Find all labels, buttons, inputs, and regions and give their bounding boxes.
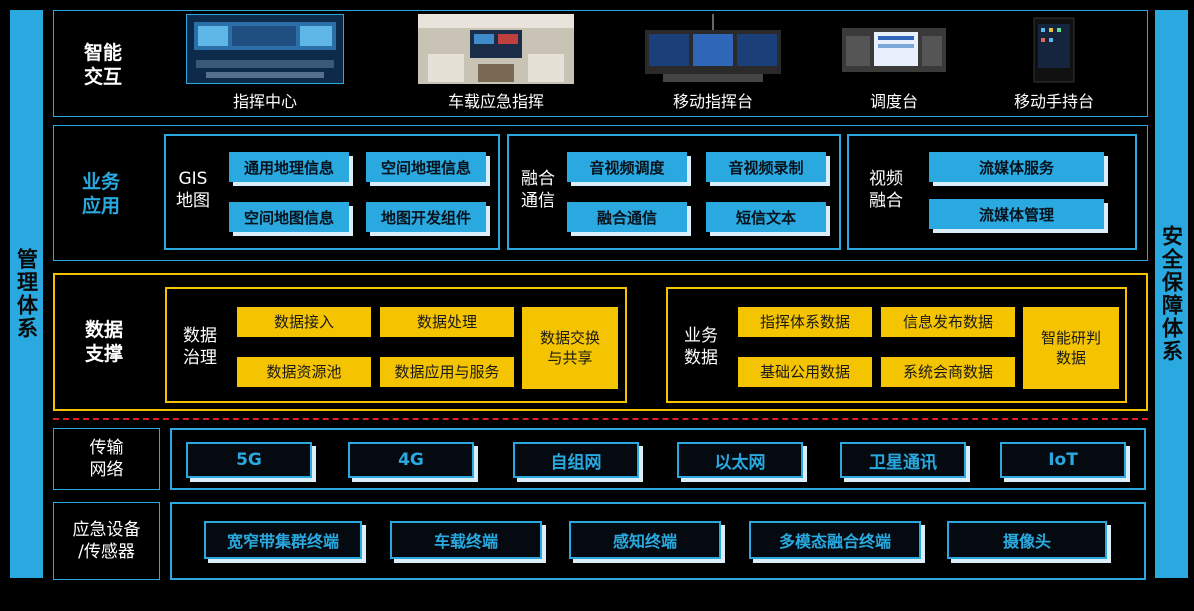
module-av-dispatch: 音视频调度 <box>567 152 687 182</box>
module-sms-text: 短信文本 <box>706 202 826 232</box>
business-layer: 业务 应用 GIS 地图 通用地理信息 空间地理信息 空间地图信息 地图开发组件… <box>53 125 1148 261</box>
module-intelligent-analysis: 智能研判 数据 <box>1023 307 1119 389</box>
module-data-app-service: 数据应用与服务 <box>380 357 514 387</box>
device-mobile-console: 移动指挥台 <box>638 14 788 112</box>
device-caption: 调度台 <box>869 92 918 111</box>
module-streaming-service: 流媒体服务 <box>929 152 1104 182</box>
converged-comm-group: 融合 通信 音视频调度 音视频录制 融合通信 短信文本 <box>507 134 841 250</box>
module-data-ingest: 数据接入 <box>237 307 371 337</box>
device-caption: 移动手持台 <box>1013 92 1094 111</box>
module-public-data: 基础公用数据 <box>738 357 872 387</box>
network-satellite: 卫星通讯 <box>840 442 966 478</box>
data-layer-label: 数据 支撑 <box>85 319 124 365</box>
module-map-dev-kit: 地图开发组件 <box>366 202 486 232</box>
dispatch-console-photo-icon <box>842 28 946 72</box>
data-governance-group: 数据 治理 数据接入 数据处理 数据资源池 数据应用与服务 数据交换 与共享 <box>165 287 627 403</box>
terminal-vehicle: 车载终端 <box>390 521 542 559</box>
device-caption: 指挥中心 <box>232 92 297 111</box>
network-layer-label: 传输 网络 <box>53 428 160 490</box>
module-converged-comm: 融合通信 <box>567 202 687 232</box>
business-layer-label: 业务 应用 <box>82 171 121 217</box>
module-general-geo: 通用地理信息 <box>229 152 349 182</box>
module-data-pool: 数据资源池 <box>237 357 371 387</box>
module-streaming-management: 流媒体管理 <box>929 199 1104 229</box>
module-publish-data: 信息发布数据 <box>881 307 1015 337</box>
device-command-center: 指挥中心 <box>185 14 345 112</box>
handheld-terminal-photo-icon <box>1033 17 1075 83</box>
command-center-photo-icon <box>186 14 344 84</box>
terminal-multimodal: 多模态融合终端 <box>749 521 921 559</box>
security-system-label: 安全保障体系 <box>1159 225 1184 363</box>
device-caption: 车载应急指挥 <box>447 92 544 111</box>
mobile-console-photo-icon <box>645 14 781 82</box>
devices-layer-label: 应急设备 /传感器 <box>53 502 160 580</box>
video-fusion-group: 视频 融合 流媒体服务 流媒体管理 <box>847 134 1137 250</box>
data-governance-label: 数据 治理 <box>183 326 217 368</box>
network-adhoc: 自组网 <box>513 442 639 478</box>
module-consult-data: 系统会商数据 <box>881 357 1015 387</box>
device-vehicle-command: 车载应急指挥 <box>416 14 576 112</box>
interaction-layer-label: 智能 交互 <box>84 42 123 88</box>
security-system-bar: 安全保障体系 <box>1155 10 1188 578</box>
device-caption: 移动指挥台 <box>672 92 753 111</box>
terminal-cluster: 宽窄带集群终端 <box>204 521 362 559</box>
network-5g: 5G <box>186 442 312 478</box>
boundary-divider <box>53 418 1148 420</box>
module-data-exchange: 数据交换 与共享 <box>522 307 618 389</box>
module-spatial-geo: 空间地理信息 <box>366 152 486 182</box>
gis-map-group: GIS 地图 通用地理信息 空间地理信息 空间地图信息 地图开发组件 <box>164 134 500 250</box>
module-spatial-map: 空间地图信息 <box>229 202 349 232</box>
converged-comm-label: 融合 通信 <box>521 169 555 211</box>
management-system-label: 管理体系 <box>14 248 39 340</box>
module-command-data: 指挥体系数据 <box>738 307 872 337</box>
device-dispatch-console: 调度台 <box>829 14 959 112</box>
business-data-group: 业务 数据 指挥体系数据 信息发布数据 基础公用数据 系统会商数据 智能研判 数… <box>666 287 1127 403</box>
data-layer: 数据 支撑 数据 治理 数据接入 数据处理 数据资源池 数据应用与服务 数据交换… <box>53 273 1148 411</box>
terminal-sensing: 感知终端 <box>569 521 721 559</box>
vehicle-command-photo-icon <box>418 14 574 84</box>
network-ethernet: 以太网 <box>677 442 803 478</box>
network-4g: 4G <box>348 442 474 478</box>
management-system-bar: 管理体系 <box>10 10 43 578</box>
gis-group-label: GIS 地图 <box>176 169 210 211</box>
devices-layer: 宽窄带集群终端 车载终端 感知终端 多模态融合终端 摄像头 <box>170 502 1146 580</box>
network-iot: IoT <box>1000 442 1126 478</box>
business-data-label: 业务 数据 <box>684 326 718 368</box>
module-data-processing: 数据处理 <box>380 307 514 337</box>
video-fusion-label: 视频 融合 <box>869 169 903 211</box>
terminal-camera: 摄像头 <box>947 521 1107 559</box>
device-handheld-terminal: 移动手持台 <box>999 14 1109 112</box>
interaction-layer: 智能 交互 指挥中心 车载应急指挥 <box>53 10 1148 117</box>
network-layer: 5G 4G 自组网 以太网 卫星通讯 IoT <box>170 428 1146 490</box>
module-av-recording: 音视频录制 <box>706 152 826 182</box>
